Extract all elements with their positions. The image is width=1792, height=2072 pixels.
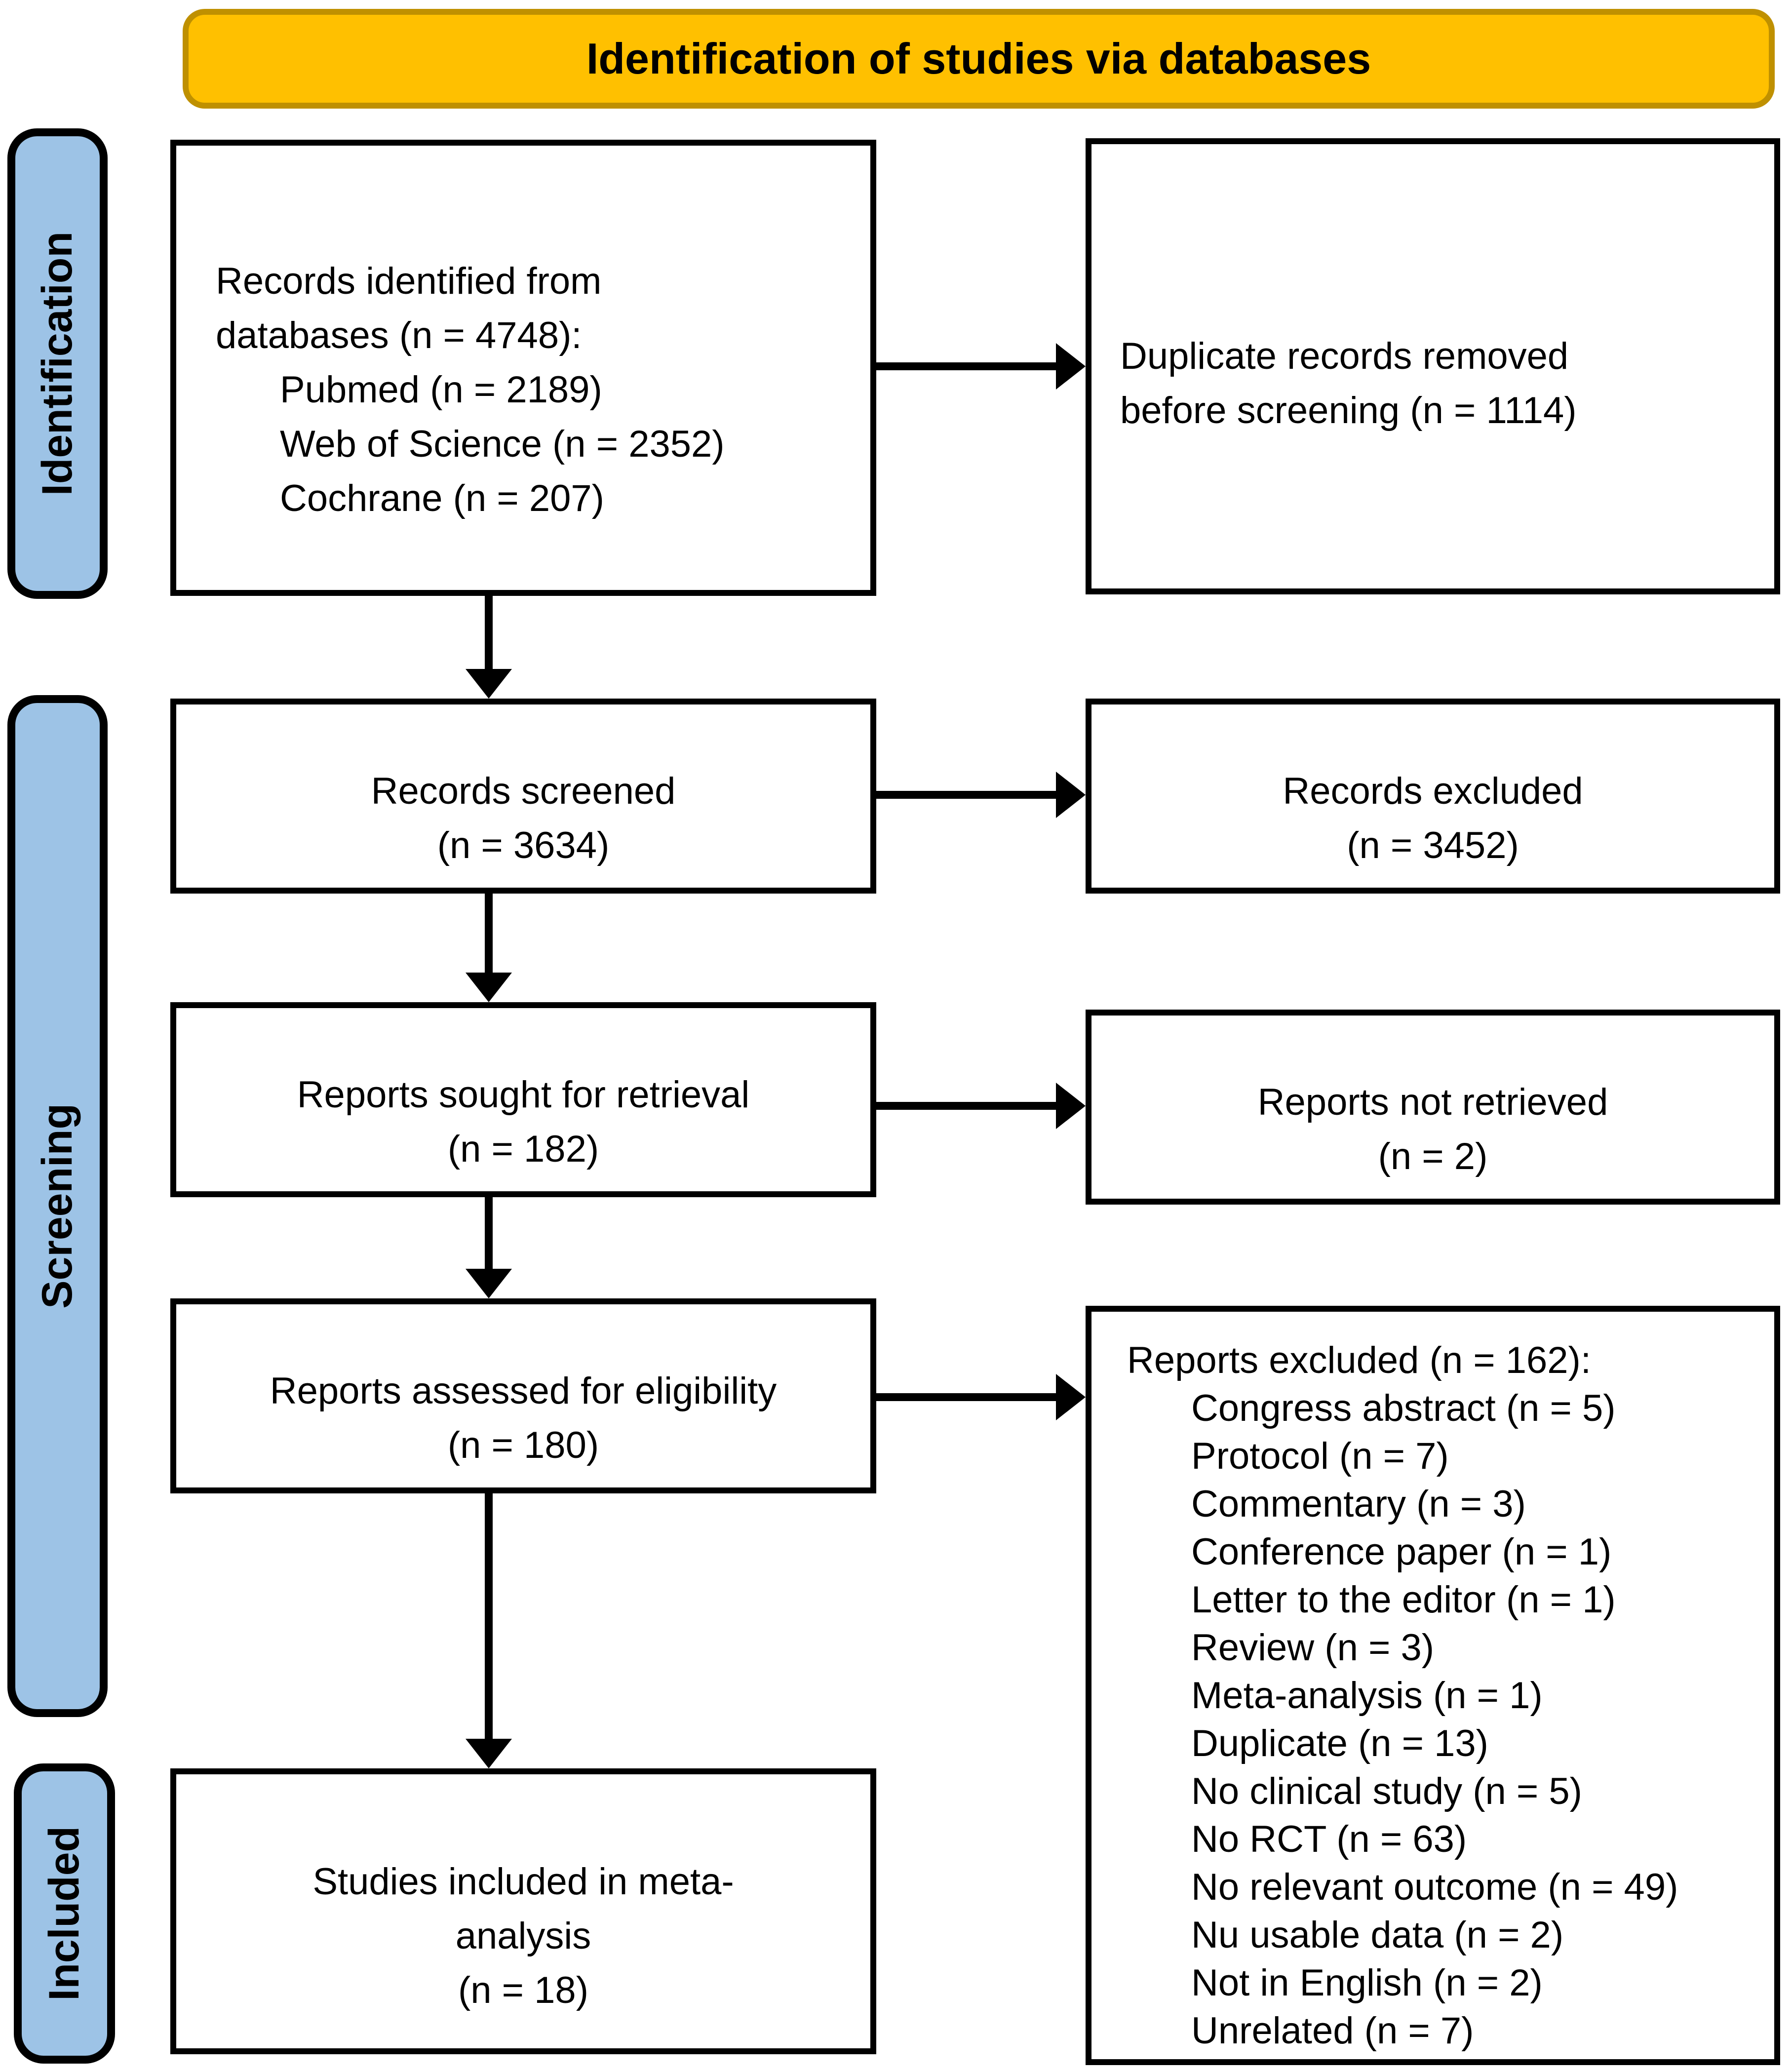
- studies-included-line: analysis: [455, 1915, 591, 1957]
- records-excluded-line: Records excluded: [1283, 770, 1583, 812]
- reports-sought-line: Reports sought for retrieval: [297, 1073, 750, 1116]
- arrowhead-right-icon: [1056, 343, 1086, 390]
- exclusion-reason: Unrelated (n = 7): [1191, 2010, 1474, 2052]
- reports-assessed-line: Reports assessed for eligibility: [270, 1369, 777, 1412]
- stage-bar-included: Included: [14, 1763, 115, 2064]
- stage-label-included: Included: [40, 1826, 88, 2001]
- studies-included-count: (n = 18): [458, 1969, 589, 2011]
- records-identified-source: Web of Science (n = 2352): [280, 423, 725, 465]
- duplicates-removed-line: before screening (n = 1114): [1120, 390, 1577, 431]
- box-reports-excluded-reasons: Reports excluded (n = 162): Congress abs…: [1086, 1306, 1780, 2065]
- duplicates-removed-line: Duplicate records removed: [1120, 335, 1569, 377]
- arrowhead-down-icon: [466, 669, 512, 699]
- arrowhead-down-icon: [466, 1739, 512, 1768]
- banner: Identification of studies via databases: [183, 9, 1775, 109]
- arrow-shaft: [485, 596, 493, 671]
- records-excluded-count: (n = 3452): [1347, 824, 1519, 866]
- stage-label-screening: Screening: [34, 1103, 81, 1309]
- exclusion-reason: Meta-analysis (n = 1): [1191, 1675, 1543, 1717]
- records-identified-source: Pubmed (n = 2189): [280, 369, 602, 411]
- exclusion-reason: Commentary (n = 3): [1191, 1483, 1526, 1525]
- arrow-shaft: [485, 1197, 493, 1271]
- records-identified-source: Cochrane (n = 207): [280, 477, 604, 519]
- arrow-shaft: [876, 1102, 1061, 1110]
- box-reports-not-retrieved: Reports not retrieved (n = 2): [1086, 1010, 1780, 1205]
- reports-excluded-title: Reports excluded (n = 162):: [1127, 1339, 1591, 1381]
- exclusion-reason: Protocol (n = 7): [1191, 1435, 1449, 1477]
- box-duplicates-removed: Duplicate records removed before screeni…: [1086, 138, 1780, 594]
- arrowhead-right-icon: [1056, 772, 1086, 818]
- arrowhead-right-icon: [1056, 1374, 1086, 1420]
- box-reports-sought: Reports sought for retrieval (n = 182): [170, 1002, 876, 1197]
- exclusion-reason: No relevant outcome (n = 49): [1191, 1866, 1678, 1908]
- arrow-shaft: [876, 791, 1061, 799]
- banner-label: Identification of studies via databases: [586, 34, 1371, 83]
- studies-included-line: Studies included in meta-: [312, 1860, 734, 1903]
- exclusion-reason: Not in English (n = 2): [1191, 1962, 1543, 2004]
- arrowhead-down-icon: [466, 973, 512, 1002]
- exclusion-reason: Conference paper (n = 1): [1191, 1531, 1612, 1573]
- exclusion-reason: No RCT (n = 63): [1191, 1818, 1467, 1860]
- arrowhead-down-icon: [466, 1269, 512, 1298]
- reports-assessed-count: (n = 180): [447, 1424, 599, 1466]
- box-records-excluded: Records excluded (n = 3452): [1086, 699, 1780, 894]
- exclusion-reason: Letter to the editor (n = 1): [1191, 1579, 1616, 1621]
- box-studies-included: Studies included in meta- analysis (n = …: [170, 1768, 876, 2054]
- box-records-screened: Records screened (n = 3634): [170, 699, 876, 894]
- records-screened-count: (n = 3634): [437, 824, 610, 866]
- arrowhead-right-icon: [1056, 1083, 1086, 1129]
- reports-sought-count: (n = 182): [447, 1128, 599, 1170]
- box-records-identified: Records identified from databases (n = 4…: [170, 140, 876, 596]
- box-reports-assessed: Reports assessed for eligibility (n = 18…: [170, 1298, 876, 1493]
- records-screened-line: Records screened: [371, 770, 676, 812]
- arrow-shaft: [876, 1393, 1061, 1401]
- exclusion-reason: Duplicate (n = 13): [1191, 1722, 1488, 1764]
- reports-not-retrieved-line: Reports not retrieved: [1257, 1081, 1608, 1123]
- exclusion-reason: Review (n = 3): [1191, 1627, 1435, 1669]
- reports-not-retrieved-count: (n = 2): [1378, 1135, 1488, 1177]
- stage-label-identification: Identification: [34, 231, 81, 496]
- stage-bar-screening: Screening: [7, 695, 108, 1717]
- exclusion-reason: Nu usable data (n = 2): [1191, 1914, 1564, 1956]
- arrow-shaft: [485, 894, 493, 975]
- arrow-shaft: [485, 1493, 493, 1741]
- arrow-shaft: [876, 362, 1061, 370]
- stage-bar-identification: Identification: [7, 128, 108, 599]
- exclusion-reason: No clinical study (n = 5): [1191, 1770, 1582, 1812]
- records-identified-line: databases (n = 4748):: [216, 314, 582, 356]
- records-identified-line: Records identified from: [216, 260, 602, 302]
- exclusion-reason: Congress abstract (n = 5): [1191, 1387, 1616, 1429]
